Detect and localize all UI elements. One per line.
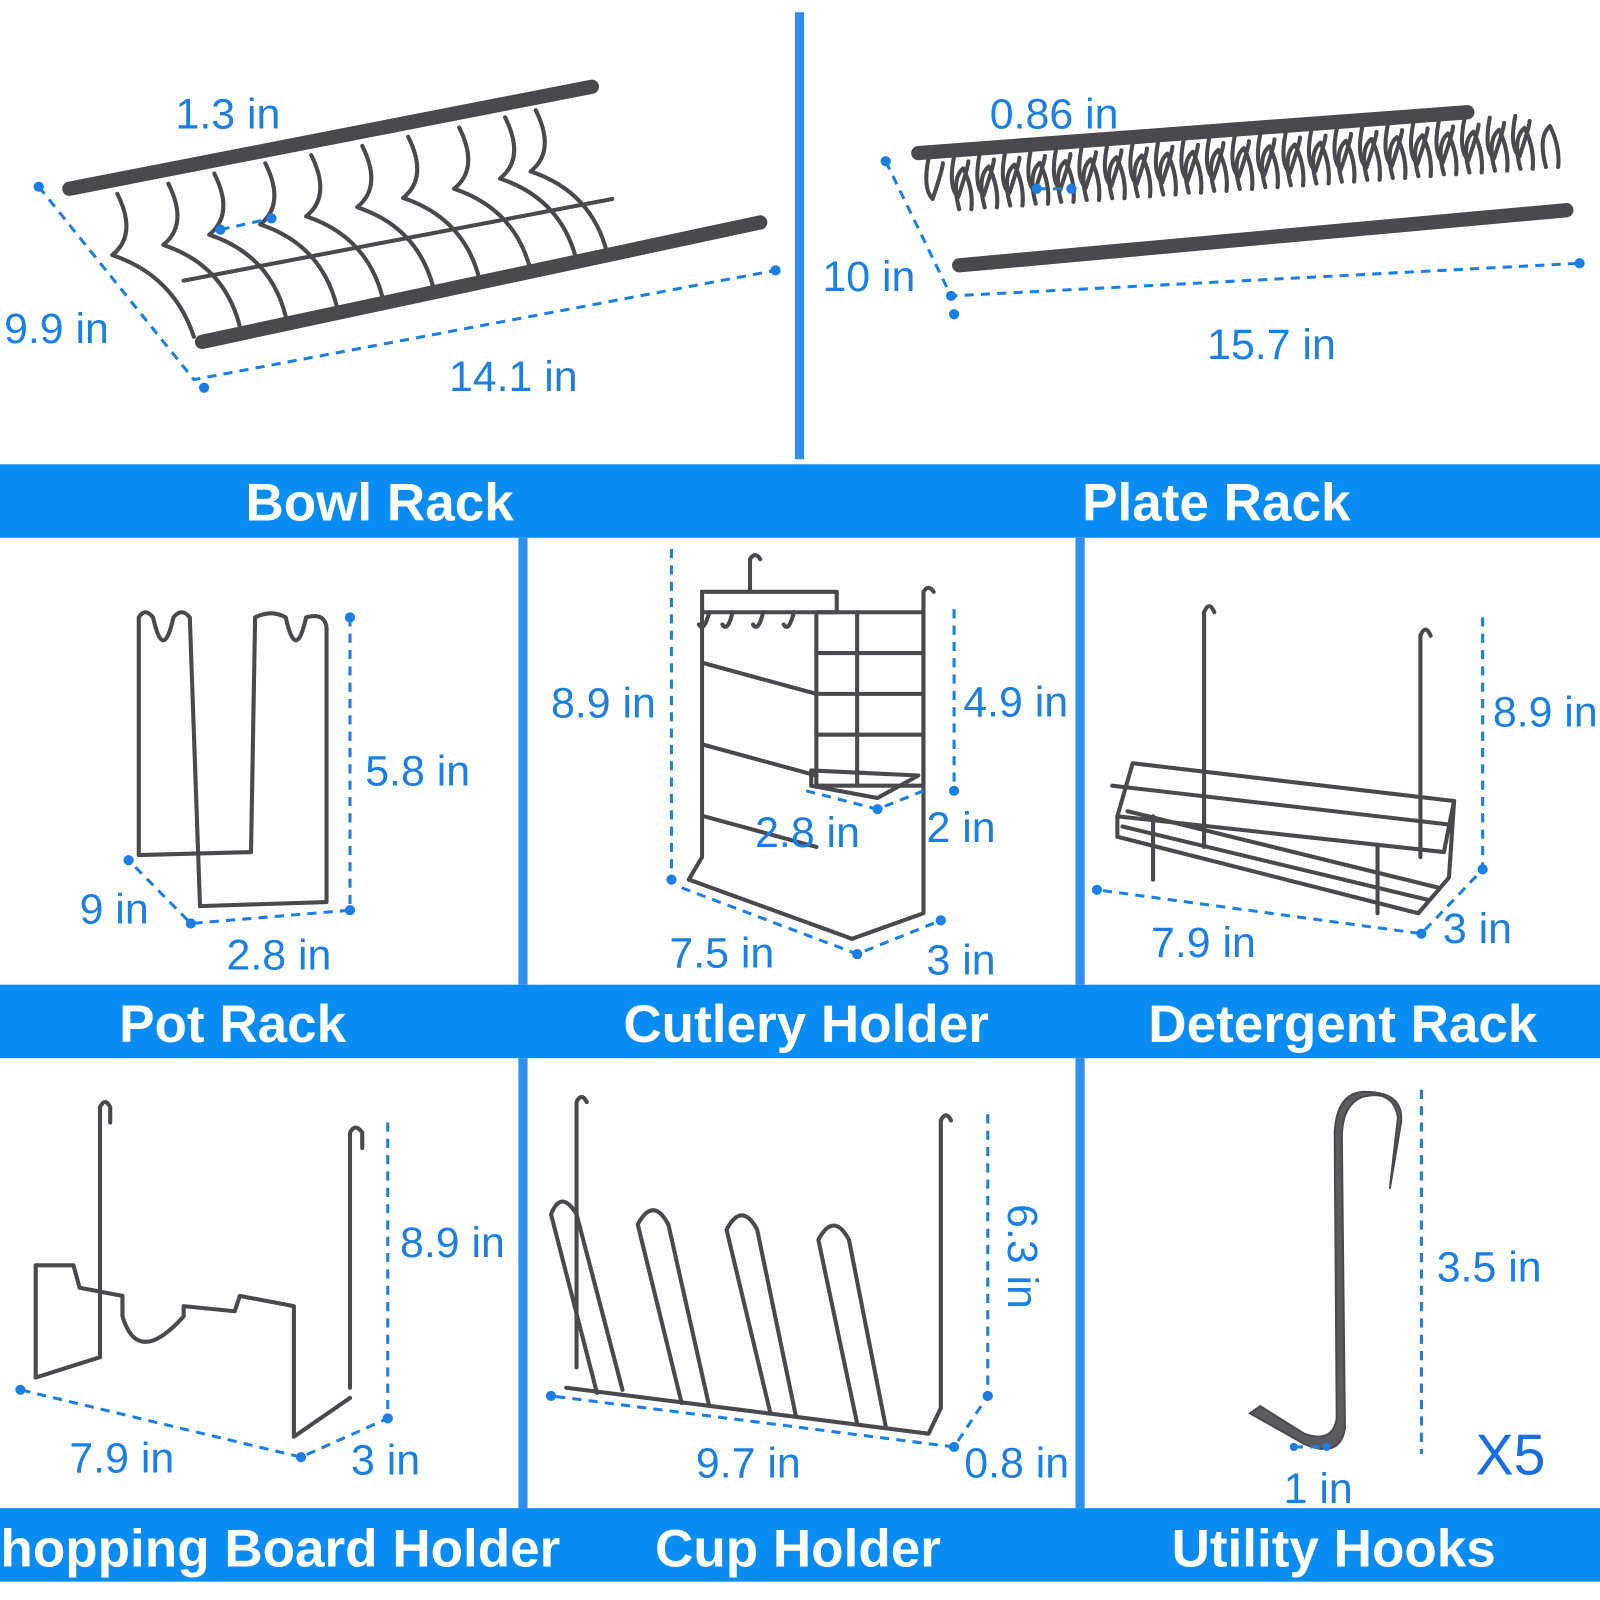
cutlery-holder-drawing [686,553,936,941]
cup-holder-dim-width: 9.7 in [696,1440,801,1488]
detergent-rack-dim-height: 8.9 in [1493,689,1598,737]
cutlery-holder-dim-basket-depth: 2 in [927,804,996,852]
cutlery-holder-dim-depth: 3 in [927,936,996,984]
bowl-rack-dimension-lines [37,185,776,382]
title-detergent-rack: Detergent Rack [1148,995,1538,1054]
chopping-board-holder-dim-width: 7.9 in [69,1434,174,1482]
cutlery-holder-dim-basket-height: 4.9 in [963,678,1068,726]
pot-rack-dim-depth: 9 in [80,885,149,933]
plate-rack-dim-depth: 10 in [822,253,915,301]
detergent-rack-drawing [1110,604,1457,916]
banner-row-2 [0,984,1600,1059]
cup-holder-drawing [548,1094,954,1436]
title-cup-holder: Cup Holder [655,1519,941,1578]
pot-rack-dim-width: 2.8 in [227,931,332,979]
divider-mid-left [518,537,528,985]
pot-rack-dimension-lines [127,617,352,926]
plate-rack-drawing [911,105,1574,273]
plate-divider-wire [924,156,974,212]
utility-hooks-dim-height: 3.5 in [1437,1244,1542,1292]
plate-divider-wire [1510,113,1561,169]
divider-bottom-left [518,1058,528,1509]
utility-hook-drawing [1248,1090,1403,1450]
detergent-rack-dim-width: 7.9 in [1151,919,1256,967]
title-pot-rack: Pot Rack [119,995,347,1054]
title-plate-rack: Plate Rack [1082,473,1351,532]
title-bowl-rack: Bowl Rack [245,473,514,532]
detergent-rack-dim-depth: 3 in [1443,905,1512,953]
cutlery-holder-dim-height: 8.9 in [551,679,656,727]
pot-rack-dim-height: 5.8 in [365,748,470,796]
divider-top [794,12,805,460]
bowl-rack-dim-diameter: 1.3 in [176,91,281,139]
title-chopping-board-holder: Chopping Board Holder [0,1519,560,1578]
chopping-board-holder-drawing [33,1100,365,1439]
cup-holder-dim-depth: 0.8 in [964,1440,1069,1488]
bowl-rack-drawing [62,79,768,349]
utility-hooks-dim-width: 1 in [1284,1465,1353,1513]
cup-holder-dim-height: 6.3 in [998,1204,1046,1309]
pot-rack-drawing [136,610,329,909]
cutlery-holder-dim-width: 7.5 in [669,929,774,977]
utility-hooks-quantity: X5 [1476,1423,1546,1487]
plate-rack-dim-length: 15.7 in [1207,321,1336,369]
cutlery-holder-dim-basket-width: 2.8 in [755,809,860,857]
title-cutlery-holder: Cutlery Holder [623,995,989,1054]
title-utility-hooks: Utility Hooks [1172,1519,1496,1578]
bowl-rack-dim-length: 14.1 in [449,353,578,401]
bowl-rack-dim-depth: 9.9 in [4,305,109,353]
chopping-board-holder-dim-depth: 3 in [351,1436,420,1484]
chopping-board-holder-dim-height: 8.9 in [400,1219,505,1267]
plate-rack-dim-diameter: 0.86 in [990,91,1119,139]
divider-bottom-right [1075,1058,1085,1509]
banner-row-3 [0,1508,1600,1582]
divider-mid-right [1075,537,1085,985]
banner-row-1 [0,464,1600,538]
